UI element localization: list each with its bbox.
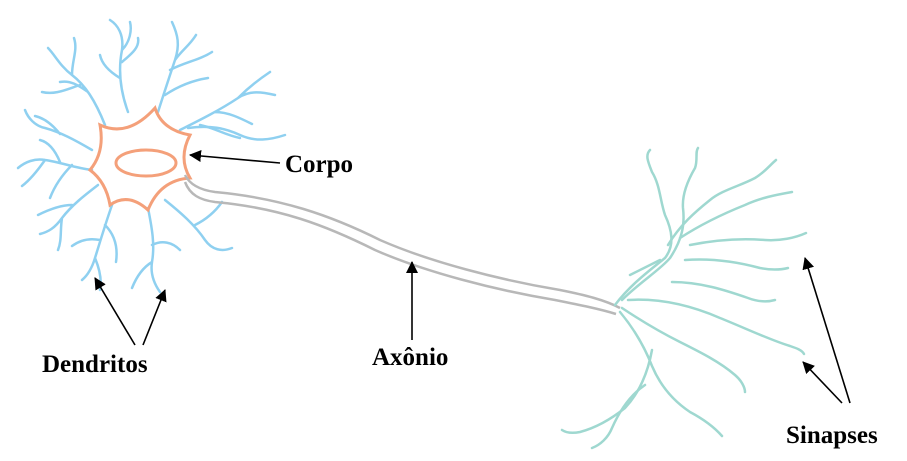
label-sinapses: Sinapses [786, 422, 878, 449]
arrow-sinapses-lower [803, 362, 842, 403]
label-dendritos: Dendritos [42, 351, 148, 378]
label-axonio: Axônio [372, 344, 448, 371]
nucleus [116, 150, 176, 176]
arrow-sinapses-upper [805, 258, 850, 403]
arrow-corpo [190, 155, 280, 163]
label-corpo: Corpo [285, 151, 353, 178]
axon [185, 175, 620, 314]
dendrites [18, 20, 285, 292]
axon-terminal [562, 148, 806, 448]
arrow-dendritos-left [95, 278, 135, 345]
arrow-dendritos-right [143, 290, 165, 345]
arrows [95, 155, 850, 403]
